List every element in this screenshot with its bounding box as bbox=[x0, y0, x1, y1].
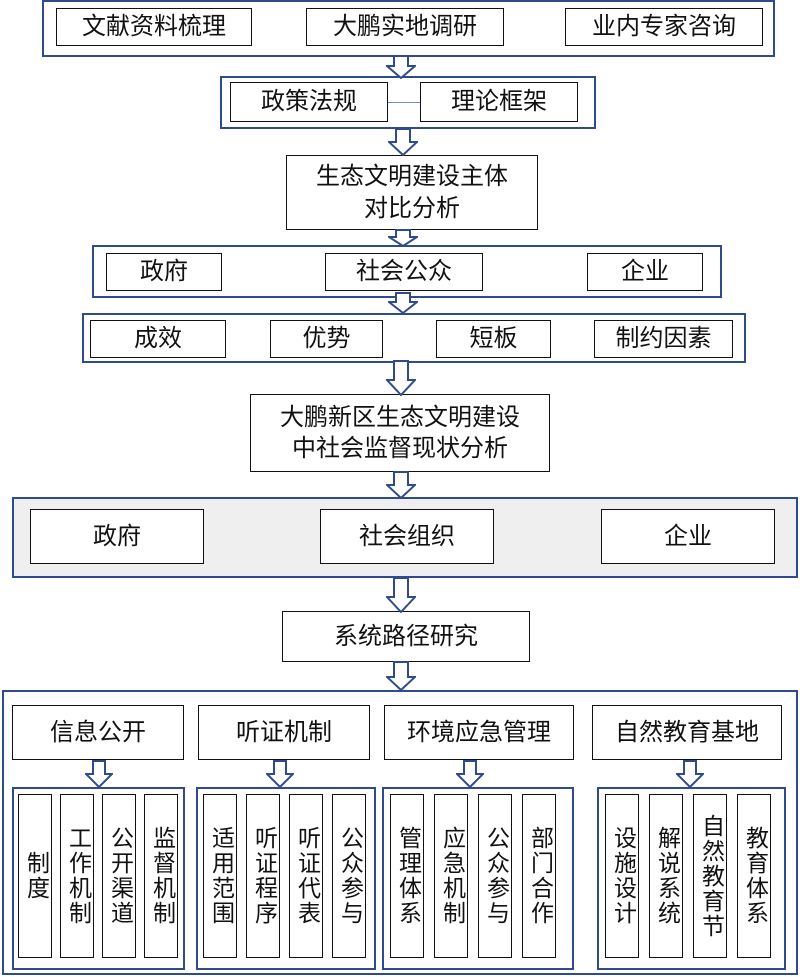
subject-analysis-line1: 生态文明建设主体 bbox=[316, 162, 508, 191]
arrow-down-icon bbox=[85, 760, 113, 788]
item-info-1: 工作机制 bbox=[60, 794, 94, 958]
item-info-2: 公开渠道 bbox=[102, 794, 136, 958]
item-hearing-0: 适用范围 bbox=[203, 794, 237, 958]
group-title-hearing: 听证机制 bbox=[198, 705, 370, 760]
arrow-down-icon bbox=[386, 471, 416, 499]
item-info-0: 制度 bbox=[18, 794, 52, 958]
field-research-box: 大鹏实地调研 bbox=[306, 8, 504, 46]
item-emergency-2: 公众参与 bbox=[478, 794, 512, 958]
group-title-nature-edu: 自然教育基地 bbox=[592, 705, 782, 760]
weakness-box: 短板 bbox=[436, 320, 551, 358]
policy-box: 政策法规 bbox=[230, 82, 388, 122]
arrow-down-icon bbox=[386, 661, 416, 691]
connector-line bbox=[388, 102, 420, 103]
item-emergency-1: 应急机制 bbox=[434, 794, 468, 958]
status-analysis-line1: 大鹏新区生态文明建设 bbox=[280, 402, 520, 431]
effect-box: 成效 bbox=[90, 320, 226, 358]
item-emergency-3: 部门合作 bbox=[522, 794, 556, 958]
arrow-down-icon bbox=[388, 128, 418, 156]
arrow-down-icon bbox=[456, 760, 484, 788]
government-box: 政府 bbox=[106, 253, 222, 291]
item-hearing-2: 听证代表 bbox=[289, 794, 323, 958]
group-title-info-disclosure: 信息公开 bbox=[12, 705, 184, 760]
literature-review-box: 文献资料梳理 bbox=[56, 8, 252, 46]
arrow-down-icon bbox=[266, 760, 294, 788]
group-frame-nature-edu bbox=[597, 787, 786, 970]
group-frame-info-disclosure bbox=[12, 787, 185, 970]
advantage-box: 优势 bbox=[270, 320, 383, 358]
status-analysis-box: 大鹏新区生态文明建设 中社会监督现状分析 bbox=[250, 394, 550, 472]
group-frame-emergency bbox=[382, 787, 574, 970]
subject-analysis-box: 生态文明建设主体 对比分析 bbox=[286, 155, 538, 230]
item-emergency-0: 管理体系 bbox=[390, 794, 424, 958]
status-analysis-line2: 中社会监督现状分析 bbox=[292, 434, 508, 462]
constraint-box: 制约因素 bbox=[594, 320, 733, 358]
item-nature-3: 教育体系 bbox=[737, 794, 771, 958]
arrow-down-icon bbox=[388, 229, 418, 247]
item-nature-1: 解说系统 bbox=[649, 794, 683, 958]
enterprise-box: 企业 bbox=[587, 253, 703, 291]
group-title-emergency: 环境应急管理 bbox=[384, 705, 574, 760]
social-org-box: 社会组织 bbox=[320, 509, 494, 564]
item-nature-2: 自然教育节 bbox=[693, 794, 727, 958]
item-hearing-1: 听证程序 bbox=[246, 794, 280, 958]
evaluation-frame bbox=[82, 313, 746, 363]
arrow-down-icon bbox=[388, 292, 418, 314]
item-hearing-3: 公众参与 bbox=[332, 794, 366, 958]
arrow-down-icon bbox=[386, 55, 416, 79]
item-nature-0: 设施设计 bbox=[605, 794, 639, 958]
arrow-down-icon bbox=[386, 577, 416, 613]
group-frame-hearing bbox=[196, 787, 376, 970]
public-box: 社会公众 bbox=[325, 253, 483, 291]
path-research-box: 系统路径研究 bbox=[282, 611, 530, 662]
government-box-2: 政府 bbox=[30, 509, 204, 564]
expert-consult-box: 业内专家咨询 bbox=[565, 8, 763, 46]
research-paths-frame bbox=[2, 690, 798, 975]
arrow-down-icon bbox=[676, 760, 704, 788]
theory-box: 理论框架 bbox=[420, 82, 578, 122]
enterprise-box-2: 企业 bbox=[601, 509, 775, 564]
item-info-3: 监督机制 bbox=[144, 794, 178, 958]
arrow-down-icon bbox=[386, 360, 416, 396]
subject-analysis-line2: 对比分析 bbox=[364, 193, 460, 222]
